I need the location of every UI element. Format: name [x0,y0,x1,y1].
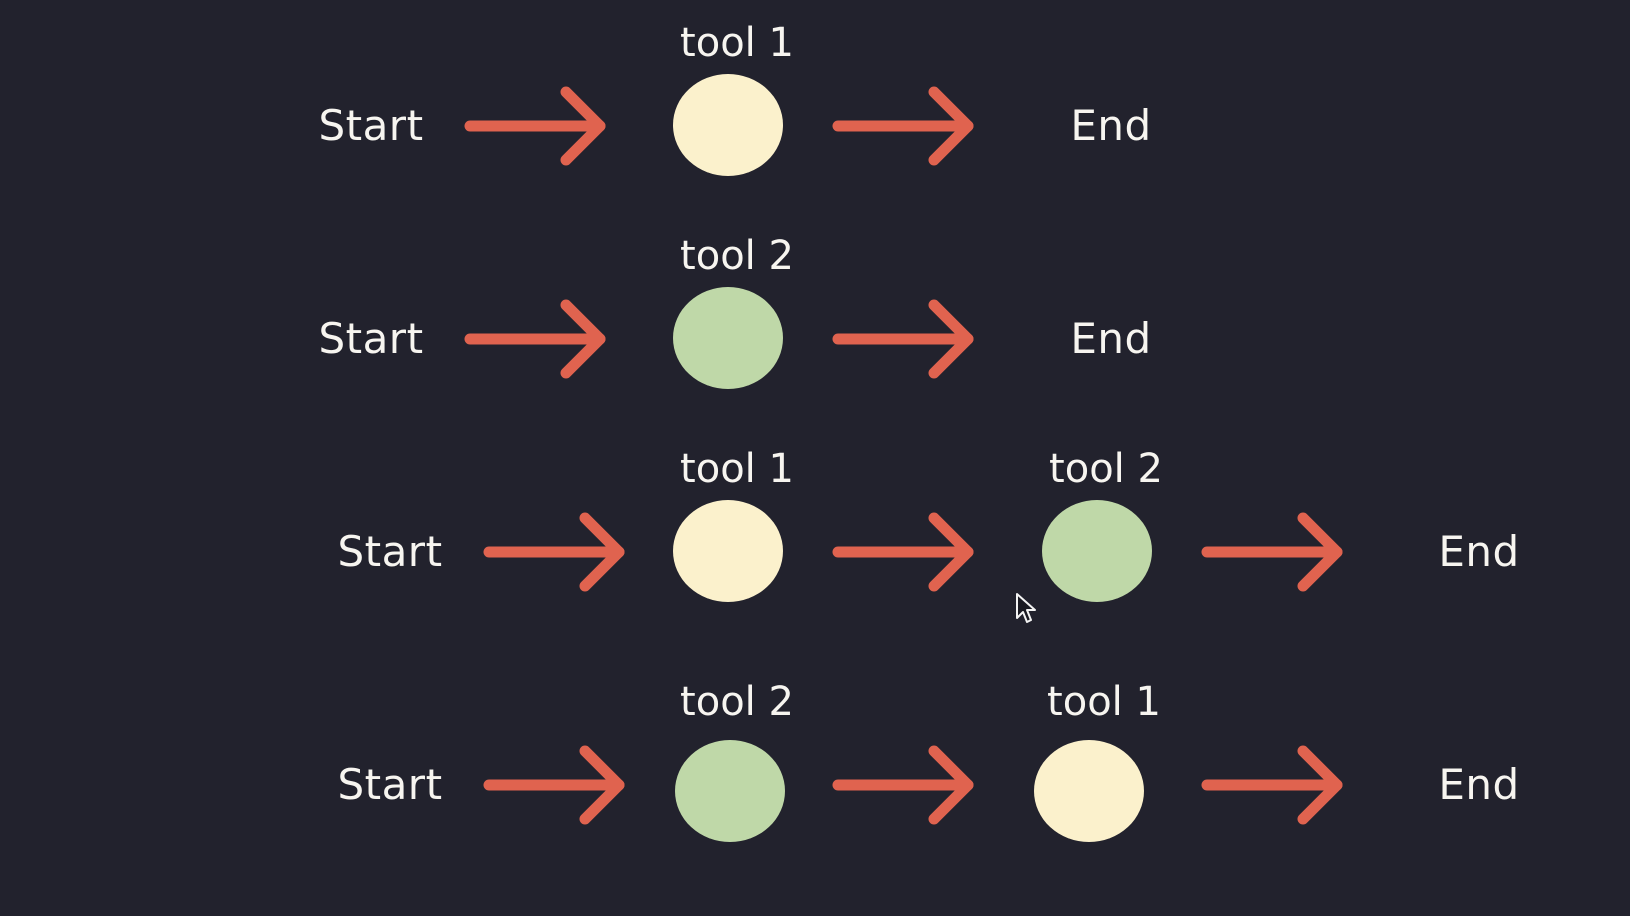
arrow [464,299,606,379]
arrow [1201,512,1343,592]
tool-node [675,740,785,842]
tool-node [673,74,783,176]
tool-node [1034,740,1144,842]
arrow-head [928,512,974,592]
tool-label: tool 2 [680,679,794,725]
arrow [464,86,606,166]
arrow-head [928,299,974,379]
tool-label: tool 1 [680,446,794,492]
start-label: Start [318,101,424,150]
arrow-head [1297,512,1343,592]
arrow [483,512,625,592]
tool-label: tool 2 [680,233,794,279]
arrow-head [560,299,606,379]
end-label: End [1438,760,1520,809]
tool-node [673,500,783,602]
arrow [1201,745,1343,825]
start-label: Start [337,760,443,809]
arrow-head [928,86,974,166]
arrow-head [579,745,625,825]
start-label: Start [337,527,443,576]
start-label: Start [318,314,424,363]
tool-node [1042,500,1152,602]
arrow-head [928,745,974,825]
arrow-head [579,512,625,592]
end-label: End [1070,101,1152,150]
end-label: End [1438,527,1520,576]
arrow-head [1297,745,1343,825]
end-label: End [1070,314,1152,363]
arrow [832,512,974,592]
arrow [832,299,974,379]
tool-label: tool 1 [1047,679,1161,725]
tool-node [673,287,783,389]
tool-label: tool 1 [680,20,794,66]
arrow [832,86,974,166]
arrow [832,745,974,825]
arrow [483,745,625,825]
tool-label: tool 2 [1049,446,1163,492]
arrow-head [560,86,606,166]
mouse-cursor-icon [1016,593,1036,623]
